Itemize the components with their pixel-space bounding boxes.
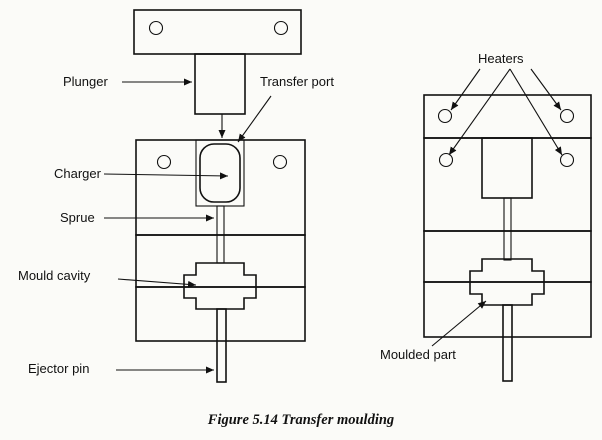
figure-caption: Figure 5.14 Transfer moulding xyxy=(207,412,394,428)
transfer-port-leader xyxy=(237,95,272,143)
charge xyxy=(199,143,241,203)
right-middle-plate xyxy=(423,230,592,283)
heaters-label: Heaters xyxy=(478,51,524,66)
filled-sprue xyxy=(503,197,512,261)
ejector-pin-label: Ejector pin xyxy=(28,361,89,376)
mould-cavity-leader xyxy=(117,278,197,288)
mould-cavity-label: Mould cavity xyxy=(18,268,91,283)
right-upper-plate xyxy=(423,137,592,232)
heater-hole-left xyxy=(156,154,172,170)
middle-mould-plate xyxy=(135,234,306,288)
left-mould-assembly xyxy=(133,9,306,383)
heater-top-right xyxy=(559,108,575,124)
plunger xyxy=(194,53,246,115)
charger-label: Charger xyxy=(54,166,102,181)
heaters-leader-2 xyxy=(448,68,511,156)
bolt-hole-top-right xyxy=(273,20,289,36)
ejector-pin xyxy=(216,308,227,383)
bolt-hole-top-left xyxy=(148,20,164,36)
heaters-leader-3 xyxy=(509,68,563,156)
heaters-leader-4 xyxy=(530,68,562,111)
right-lower-plate xyxy=(423,281,592,338)
moulded-part-label: Moulded part xyxy=(380,347,456,362)
moulded-part-leader xyxy=(431,300,487,347)
heater-hole-right-lower xyxy=(559,152,575,168)
plunger-label: Plunger xyxy=(63,74,108,89)
heater-top-plate xyxy=(423,94,592,139)
right-ejector-pin xyxy=(502,304,513,382)
heater-top-left xyxy=(437,108,453,124)
moulded-part-shape xyxy=(469,258,545,306)
lower-mould-plate xyxy=(135,286,306,342)
heater-hole-right xyxy=(272,154,288,170)
upper-mould-plate xyxy=(135,139,306,236)
charger-leader xyxy=(103,172,229,180)
right-transfer-chamber xyxy=(481,137,533,199)
transfer-port-label: Transfer port xyxy=(260,74,334,89)
heater-hole-left-lower xyxy=(438,152,454,168)
right-mould-assembly xyxy=(423,94,592,382)
mould-cavity xyxy=(183,262,257,310)
sprue-label: Sprue xyxy=(60,210,95,225)
heaters-leader-1 xyxy=(450,68,481,111)
